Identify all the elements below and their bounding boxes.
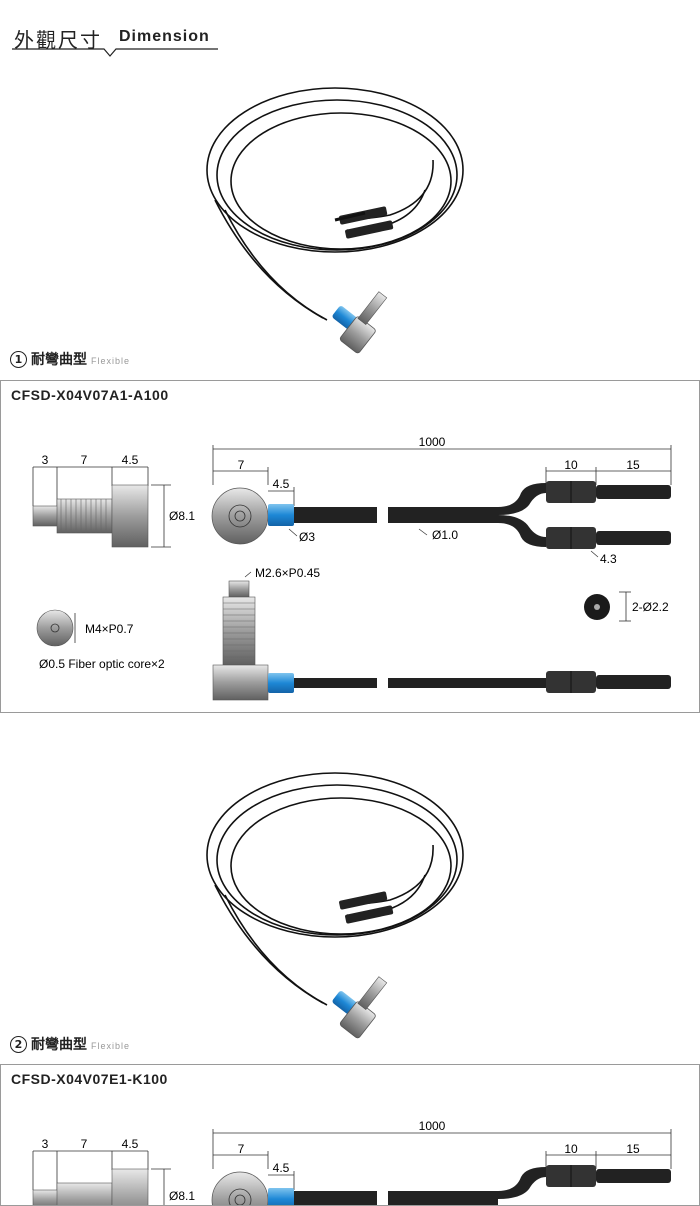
header-underline — [12, 48, 218, 57]
dim-sleeve-diameter-1: Ø3 — [299, 530, 315, 544]
dimension-drawing-2: 3 7 4.5 Ø8.1 1000 7 4.5 10 15 — [32, 1119, 672, 1205]
section-number-2: 2 — [10, 1036, 27, 1053]
dim-thread-spec-1: M2.6×P0.45 — [255, 566, 320, 580]
section-number-1: 1 — [10, 351, 27, 368]
fiber-core-note-1: Ø0.5 Fiber optic core×2 — [39, 657, 165, 671]
dim-tip-length-b-2: 15 — [626, 1142, 640, 1156]
dim-tip-diameter-1: 4.3 — [600, 552, 617, 566]
dim-tip-length-a-1: 10 — [564, 458, 578, 472]
dim-body-length-2: 7 — [81, 1137, 88, 1151]
dim-nut-length-2: 4.5 — [122, 1137, 139, 1151]
dim-nut-diameter-1: Ø8.1 — [169, 509, 195, 523]
dim-total-length-2: 1000 — [419, 1119, 446, 1133]
dimension-header: 外觀尺寸 Dimension — [12, 22, 218, 60]
dim-nut-thread-1: M4×P0.7 — [85, 622, 134, 636]
dim-head-length-1: 7 — [238, 458, 245, 472]
dim-sleeve-length-2: 4.5 — [273, 1161, 290, 1175]
header-title-zh: 外觀尺寸 — [14, 28, 102, 52]
dimension-drawing-1: 3 7 4.5 Ø8.1 1000 7 4.5 10 15 Ø3 Ø1.0 4.… — [32, 435, 672, 701]
dim-sleeve-length-1: 4.5 — [273, 477, 290, 491]
spec-box-1: CFSD-X04V07A1-A100 — [0, 380, 700, 713]
section-title-zh-2: 耐彎曲型 — [31, 1037, 87, 1053]
dim-thread-length-2: 3 — [42, 1137, 49, 1151]
model-name-1: CFSD-X04V07A1-A100 — [11, 387, 169, 403]
dim-total-length-1: 1000 — [419, 435, 446, 449]
dim-nut-length-1: 4.5 — [122, 453, 139, 467]
section-title-zh-1: 耐彎曲型 — [31, 352, 87, 368]
dim-head-length-2: 7 — [238, 1142, 245, 1156]
dim-tip-length-a-2: 10 — [564, 1142, 578, 1156]
dim-end-diameter-1: 2-Ø2.2 — [632, 600, 669, 614]
dim-body-length-1: 7 — [81, 453, 88, 467]
dim-fiber-diameter-1: Ø1.0 — [432, 528, 458, 542]
dim-tip-length-b-1: 15 — [626, 458, 640, 472]
dim-nut-diameter-2: Ø8.1 — [169, 1189, 195, 1203]
section-title-en-2: Flexible — [91, 1041, 131, 1051]
spec-box-2: CFSD-X04V07E1-K100 3 7 4.5 Ø8.1 1000 7 — [0, 1064, 700, 1206]
model-name-2: CFSD-X04V07E1-K100 — [11, 1071, 168, 1087]
cable-illustration-1 — [206, 87, 464, 354]
section-title-en-1: Flexible — [91, 356, 131, 366]
dim-thread-length-1: 3 — [42, 453, 49, 467]
header-title-en: Dimension — [119, 28, 210, 45]
cable-illustration-2 — [206, 772, 464, 1039]
